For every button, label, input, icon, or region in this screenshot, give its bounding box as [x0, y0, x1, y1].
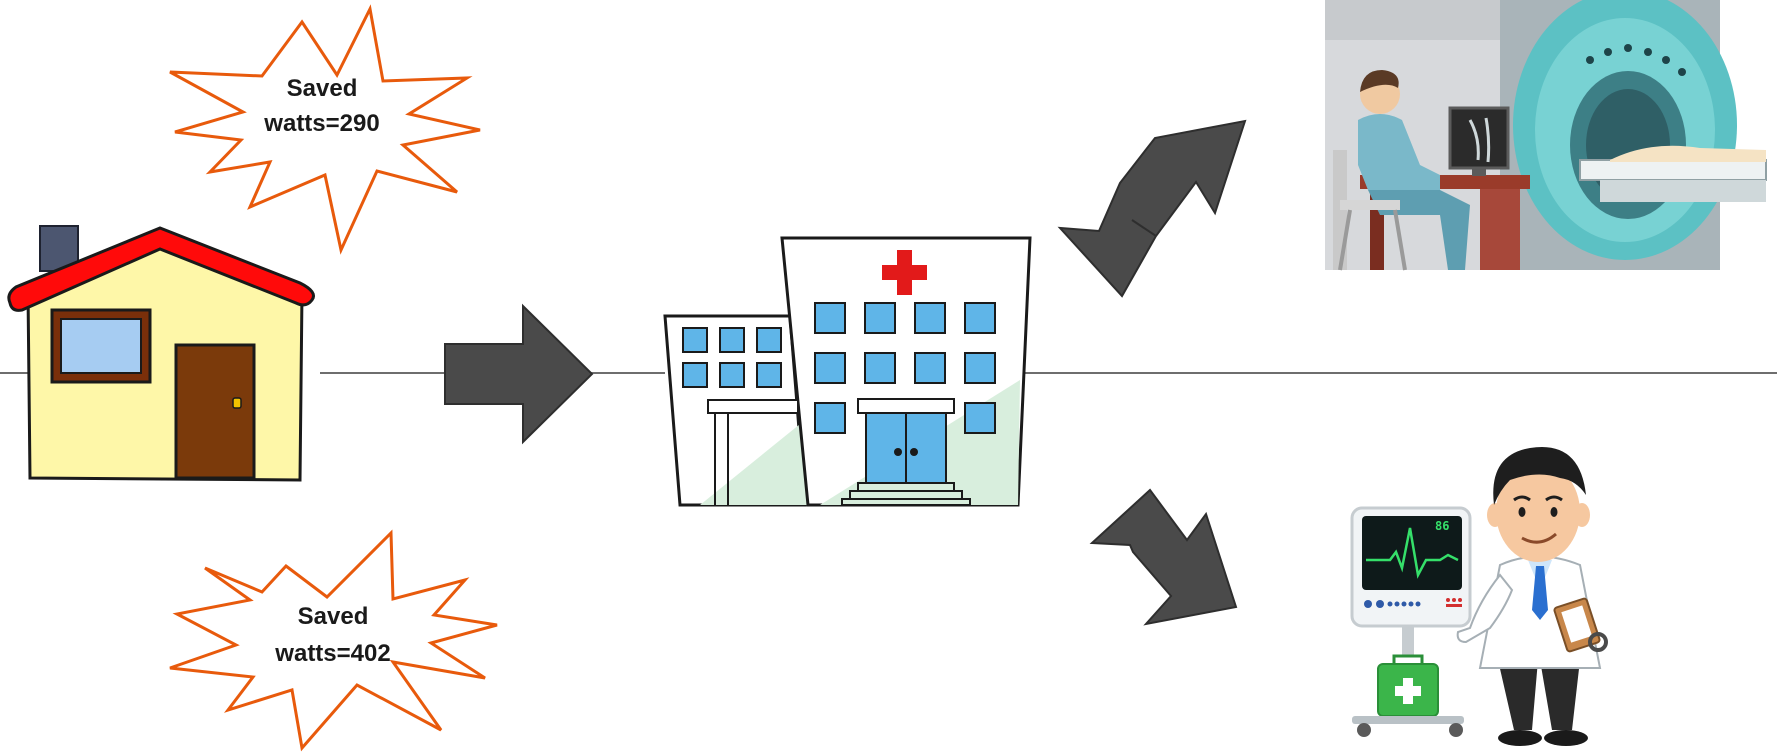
arrow-right-icon	[444, 303, 594, 445]
doctor-hair	[1493, 446, 1586, 505]
left-wing-canopy	[707, 399, 799, 414]
burst-label-line1: Saved	[298, 603, 369, 630]
house-roof	[7, 226, 315, 312]
mri-scanner-icon	[1322, 0, 1767, 271]
ecg-trace	[1366, 527, 1459, 579]
house-icon	[7, 225, 315, 482]
hospital-steps	[857, 482, 955, 492]
hospital-entrance-canopy	[857, 398, 955, 414]
doctor-arm-left	[1456, 573, 1514, 644]
burst-label-line2: watts=402	[274, 640, 390, 667]
operator-body	[1358, 114, 1440, 190]
hospital-icon	[663, 236, 1032, 507]
arrow-down-right-icon	[1089, 488, 1238, 626]
ecg-screen	[1362, 516, 1462, 590]
mri-bed	[1579, 159, 1767, 181]
burst-shape	[169, 4, 481, 255]
doctor-face	[1496, 462, 1580, 562]
medical-cross-icon	[1395, 678, 1421, 704]
stethoscope	[1588, 632, 1608, 652]
ecg-reading: 86	[1435, 519, 1449, 533]
burst-label-line2: watts=290	[263, 110, 379, 137]
door-handle	[232, 397, 242, 409]
savings-burst-bottom: Saved watts=402	[169, 529, 498, 752]
house-door	[174, 343, 256, 480]
burst-shape	[169, 529, 498, 752]
doctor-with-monitor-icon: 86	[1350, 446, 1608, 746]
left-wing-windows	[682, 327, 782, 388]
house-window-pane	[60, 318, 142, 374]
savings-burst-top: Saved watts=290	[169, 4, 481, 255]
doctor-tie	[1532, 566, 1548, 620]
hospital-cross-icon	[882, 250, 927, 295]
main-windows	[814, 302, 996, 434]
doctor-legs	[1498, 660, 1580, 730]
patient	[1610, 145, 1766, 162]
burst-label-line1: Saved	[287, 75, 358, 102]
arrow-up-right-icon	[1057, 119, 1247, 298]
